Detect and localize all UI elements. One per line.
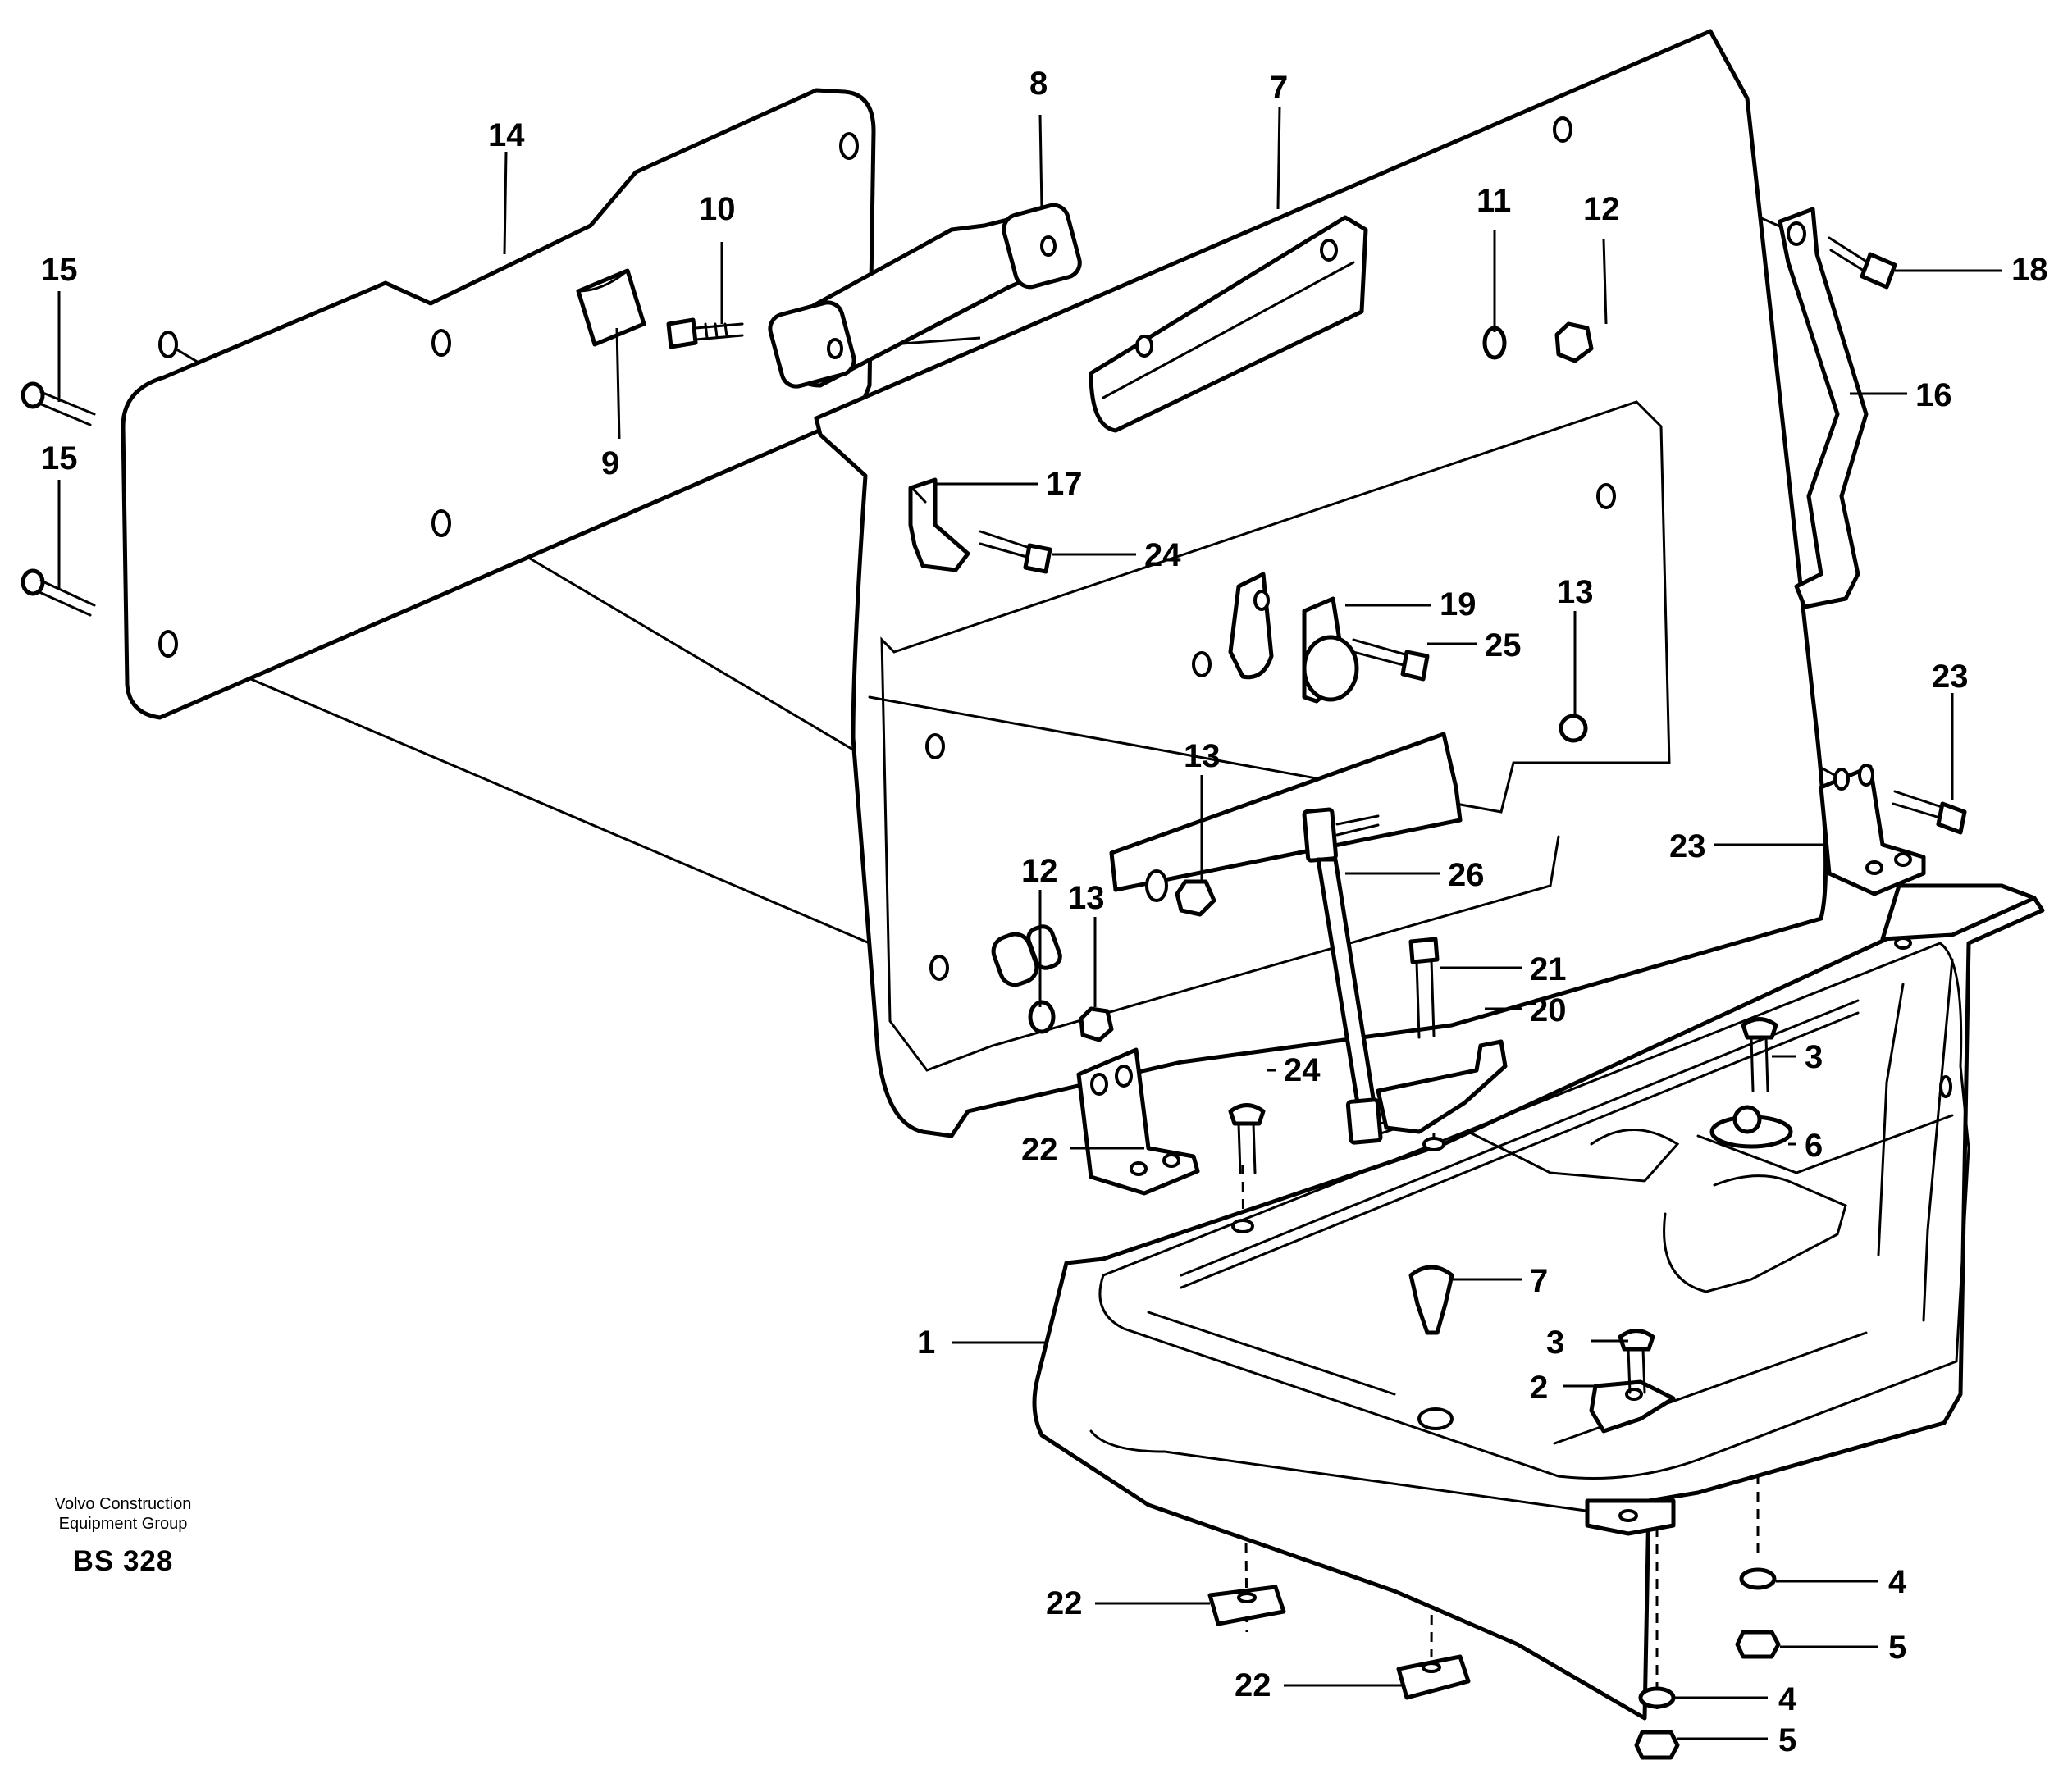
- screw-25-upper: [979, 530, 1052, 574]
- screw-3-upper: [1741, 1017, 1778, 1092]
- callout-4-upper: 4: [1888, 1564, 1907, 1600]
- callout-19: 19: [1440, 586, 1477, 622]
- inner-strip: [1109, 732, 1463, 917]
- nut-5-upper: [1735, 1630, 1781, 1659]
- callout-13-top: 12: [1583, 191, 1620, 227]
- callout-26: 26: [1448, 857, 1485, 893]
- callout-labels: 14 15 15 9 10 8 7 11 12 18 16 17 24 19 2…: [41, 66, 2048, 1758]
- callout-2: 2: [1530, 1370, 1548, 1406]
- callout-24-lower: 24: [1284, 1052, 1321, 1088]
- drawing-credit: Volvo Construction Equipment Group BS 32…: [33, 1494, 213, 1578]
- pad-22-left: [1207, 1585, 1286, 1626]
- side-rail: [1778, 207, 1869, 609]
- callout-20: 20: [1530, 992, 1567, 1028]
- leader-lines: [57, 106, 2002, 1740]
- callout-5-upper: 5: [1888, 1630, 1906, 1666]
- callout-10: 9: [601, 445, 619, 481]
- callout-24-upper: 23: [1932, 659, 1969, 695]
- callout-22-lower: 22: [1235, 1667, 1271, 1703]
- catch-2: [1589, 1379, 1676, 1434]
- washer-4-lower: [1638, 1686, 1676, 1709]
- hinge-pins-lower-left: [991, 924, 1114, 1042]
- clip-part: [576, 268, 646, 347]
- ball-stud-6: [1709, 1105, 1793, 1149]
- callout-12-top: 11: [1477, 183, 1511, 219]
- lid-panel: [814, 29, 1828, 1138]
- grab-handle: [768, 203, 1082, 389]
- callout-15-lower: 15: [41, 440, 78, 476]
- drawing-code: BS 328: [72, 1545, 174, 1577]
- callout-17: 17: [1046, 466, 1083, 502]
- washer-12-top: [1482, 326, 1507, 360]
- callout-21: 21: [1530, 951, 1567, 987]
- callout-5-lower: 5: [1778, 1722, 1796, 1758]
- callout-22-upper: 22: [1046, 1585, 1083, 1621]
- callout-11: 10: [699, 191, 736, 227]
- nut-5-lower: [1634, 1730, 1680, 1760]
- bolt-21: [1408, 937, 1440, 1039]
- screw-24-upper: [1892, 790, 1967, 835]
- callout-7: 7: [1530, 1263, 1548, 1299]
- bumper-7: [1408, 1265, 1454, 1335]
- callout-13-mid: 13: [1557, 574, 1594, 610]
- washer-4-upper: [1739, 1567, 1777, 1590]
- callout-25-upper: 24: [1144, 537, 1181, 573]
- company-line-1: Volvo Construction: [54, 1495, 192, 1513]
- callout-1: 1: [917, 1325, 935, 1361]
- bracket-17: [908, 477, 970, 572]
- callout-9: 8: [1029, 66, 1048, 102]
- hinge-23-right: [1819, 764, 1926, 896]
- callout-6: 6: [1805, 1128, 1823, 1164]
- callout-15-upper: 15: [41, 252, 78, 288]
- company-line-2: Equipment Group: [58, 1515, 188, 1533]
- screw-15-lower: [21, 568, 96, 617]
- latch-19: [1228, 572, 1359, 704]
- callout-3-upper: 3: [1805, 1039, 1823, 1075]
- screw-3-lower: [1618, 1329, 1655, 1394]
- callout-18: 18: [2011, 252, 2048, 288]
- screw-15-upper: [21, 381, 96, 426]
- callout-23-upper: 23: [1669, 828, 1706, 864]
- callout-8: 7: [1270, 70, 1288, 106]
- callout-23-lower: 22: [1021, 1132, 1058, 1168]
- callout-25-lower: 25: [1485, 627, 1522, 663]
- lower-tray: [1032, 883, 2045, 1721]
- callout-13-strip: 13: [1184, 738, 1221, 774]
- pad-22-right: [1396, 1654, 1471, 1700]
- callout-4-lower: 4: [1778, 1681, 1797, 1717]
- callout-14: 14: [488, 117, 525, 153]
- back-panel: [121, 88, 876, 720]
- screw-25-lower: [1352, 638, 1430, 682]
- callout-16: 16: [1915, 377, 1952, 413]
- screw-24-lower: [1228, 1103, 1266, 1174]
- bracket-20: [1376, 1039, 1508, 1134]
- hinge-23-left: [1076, 1047, 1200, 1196]
- screw-11: [666, 317, 744, 349]
- screw-18: [1828, 236, 1897, 290]
- nut-13-mid: [1559, 714, 1588, 743]
- nut-13-top: [1554, 321, 1594, 363]
- callout-3-lower: 3: [1546, 1325, 1564, 1361]
- callout-12-lower: 12: [1021, 853, 1058, 889]
- callout-13-lower: 13: [1068, 880, 1105, 916]
